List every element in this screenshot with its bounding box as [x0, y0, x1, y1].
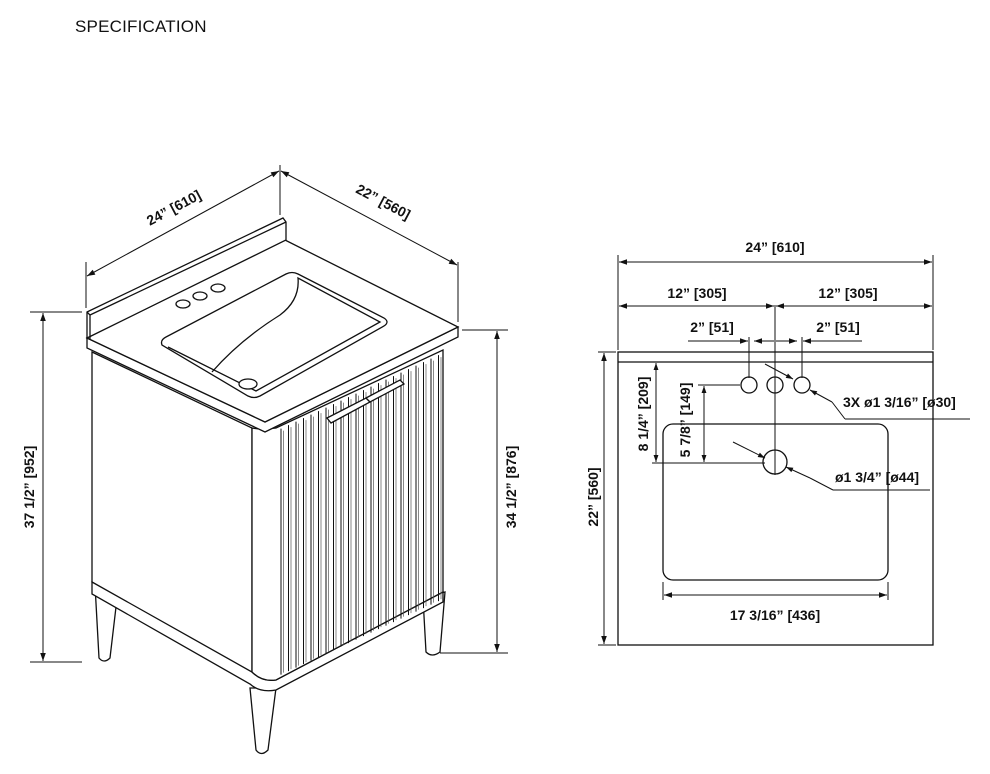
sink-basin	[167, 276, 382, 392]
faucet-hole-right	[793, 376, 811, 394]
dim-counter-height-label: 34 1/2” [876]	[503, 446, 519, 529]
leg-front	[249, 687, 277, 755]
top-view-dimensions: 24” [610] 12” [305] 12” [305] 2” [51] 2”…	[585, 239, 970, 646]
dim-total-height-label: 37 1/2” [952]	[21, 446, 37, 529]
top-width-label: 24” [610]	[745, 239, 804, 255]
basin-width-label: 17 3/16” [436]	[730, 607, 820, 623]
door-handle-right	[364, 379, 406, 403]
vanity-isometric	[85, 217, 460, 755]
dim-line-depth	[280, 170, 458, 266]
dim-depth-label: 22” [560]	[353, 181, 413, 223]
fluted-door-ribs	[280, 355, 442, 675]
dim-width-label: 24” [610]	[144, 187, 204, 229]
hole-offset-left-label: 2” [51]	[690, 319, 734, 335]
drain-hole-label: ø1 3/4” [ø44]	[835, 469, 919, 485]
top-depth-label: 22” [560]	[585, 467, 601, 526]
page-title: SPECIFICATION	[75, 17, 207, 36]
half-right-label: 12” [305]	[818, 285, 877, 301]
faucet-hole-left	[740, 376, 758, 394]
drain-hole	[238, 378, 258, 390]
faucet-hole-3	[210, 283, 226, 293]
vanity-top-view	[617, 305, 934, 646]
faucet-holes-label: 3X ø1 3/16” [ø30]	[843, 394, 956, 410]
faucet-hole-2	[192, 291, 208, 301]
half-left-label: 12” [305]	[667, 285, 726, 301]
faucet-hole-1	[175, 299, 191, 309]
drain-to-holes-label: 5 7/8” [149]	[677, 383, 693, 458]
hole-offset-right-label: 2” [51]	[816, 319, 860, 335]
drain-from-back-label: 8 1/4” [209]	[635, 377, 651, 452]
dim-line-width	[86, 170, 280, 277]
